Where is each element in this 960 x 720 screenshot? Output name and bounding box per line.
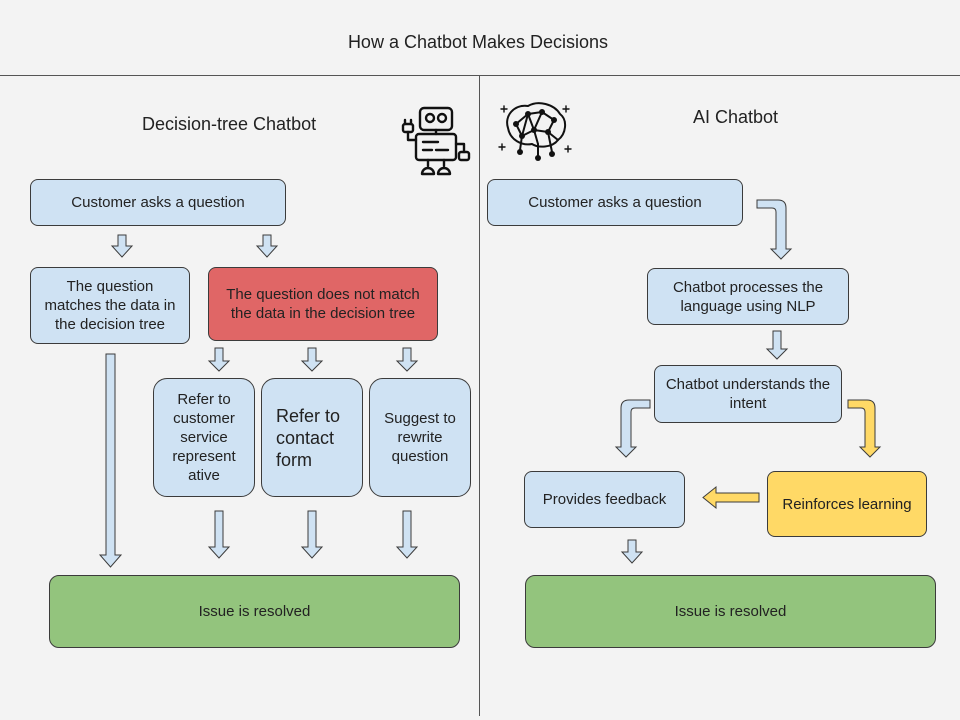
dt-suggest-rewrite-box: Suggest to rewrite question [369,378,471,497]
arrow-down [98,353,123,568]
arrow-bent-down [614,399,651,458]
arrow-bent-down [756,199,793,260]
arrow-down [207,347,231,372]
dt-customer-asks-box: Customer asks a question [30,179,286,226]
decision-tree-heading: Decision-tree Chatbot [142,114,317,134]
arrow-down [300,510,324,559]
arrow-left-yellow [702,485,760,510]
neural-network-icon [498,102,572,161]
dt-question-matches-box: The question matches the data in the dec… [30,267,190,344]
column-divider [479,76,480,716]
dt-refer-contact-form-box: Refer to contact form [261,378,363,497]
header-divider [0,75,960,76]
arrow-down [300,347,324,372]
robot-icon [401,106,471,176]
dt-question-no-match-box: The question does not match the data in … [208,267,438,341]
ai-processes-nlp-box: Chatbot processes the language using NLP [647,268,849,325]
diagram-title: How a Chatbot Makes Decisions [347,32,609,52]
dt-refer-representative-box: Refer to customer service represent ativ… [153,378,255,497]
arrow-down [395,510,419,559]
ai-customer-asks-box: Customer asks a question [487,179,743,226]
arrow-down [207,510,231,559]
dt-issue-resolved-box: Issue is resolved [49,575,460,648]
arrow-down [765,330,789,360]
ai-chatbot-heading: AI Chatbot [693,107,779,127]
arrow-bent-down-yellow [847,399,882,458]
arrow-down [395,347,419,372]
ai-understands-intent-box: Chatbot understands the intent [654,365,842,423]
ai-reinforces-learning-box: Reinforces learning [767,471,927,537]
arrow-down [110,234,134,258]
arrow-down [255,234,279,258]
ai-provides-feedback-box: Provides feedback [524,471,685,528]
ai-issue-resolved-box: Issue is resolved [525,575,936,648]
arrow-down [620,539,644,564]
